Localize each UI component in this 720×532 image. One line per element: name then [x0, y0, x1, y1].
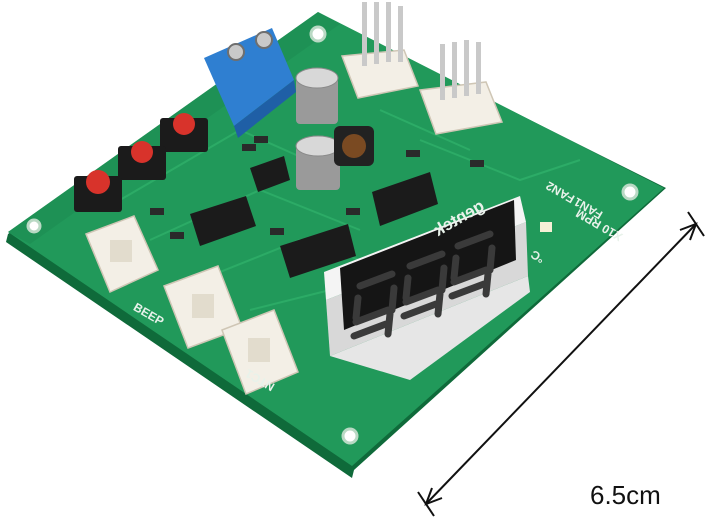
connector-beep — [85, 215, 159, 294]
dimension-arrow — [417, 211, 705, 517]
inductor — [334, 126, 374, 166]
mounting-holes — [26, 25, 639, 445]
connector-ntc1 — [221, 309, 299, 395]
chips — [190, 156, 438, 278]
push-buttons — [74, 113, 208, 212]
smd-parts — [150, 136, 484, 239]
fan-header-2 — [418, 40, 504, 135]
terminal-block — [204, 28, 296, 138]
capacitor-2 — [295, 135, 341, 190]
capacitor-1 — [295, 67, 339, 124]
fan-header-1 — [340, 2, 420, 99]
dimension-label: 6.5cm — [590, 480, 661, 510]
seven-segment-display — [324, 196, 530, 380]
